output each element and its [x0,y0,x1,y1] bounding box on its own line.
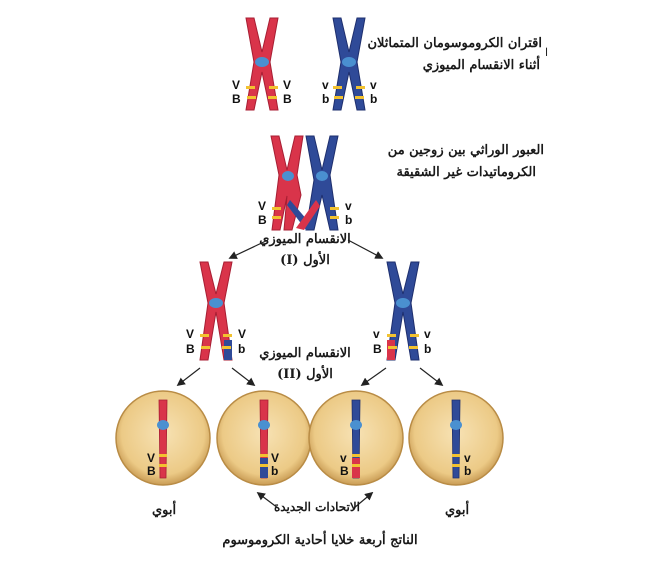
dyad-blue [386,261,420,361]
label-parental-right: أبوي [444,503,470,518]
gene-label-V: V [271,451,280,465]
cell-3 [308,390,404,486]
centromere-blue-row1 [342,57,356,67]
arrow-recombinant-left [256,491,279,509]
gene-label-B: B [186,342,195,356]
caption-meiosis2-line2: الأول (II) [277,367,333,382]
label-parental-left: أبوي [151,503,177,518]
arrow-mii-4 [419,367,444,387]
gene-label-v: v [424,327,431,341]
gene-label-V: V [232,78,241,92]
gene-label-B: B [283,92,292,106]
gene-label-B: B [147,464,156,478]
gene-label-B: B [258,213,267,227]
caption-crossover-line2: الكروماتيدات غير الشقيقة [396,165,536,180]
gene-label-b: b [424,342,432,356]
arrow-mii-3 [360,367,387,386]
gene-label-V: V [238,327,247,341]
caption-pairing-line2: أثناء الانقسام الميوزي [422,58,540,73]
gene-label-b: b [464,464,472,478]
caption-result: الناتج أربعة خلايا أحادية الكروموسوم [222,533,418,548]
caption-meiosis1-line2: الأول (I) [280,253,330,268]
arrow-mii-1 [176,367,201,387]
tetrad-crossover [270,135,339,231]
caption-meiosis2-line1: الانقسام الميوزي [259,346,351,361]
gene-label-b: b [345,213,353,227]
caption-meiosis1-line1: الانقسام الميوزي [259,232,351,247]
gene-label-V: V [283,78,292,92]
gene-label-v: v [464,451,471,465]
gene-label-b: b [370,92,378,106]
gene-label-v: v [370,78,377,92]
arrow-mi-left [228,239,269,259]
gene-label-B: B [232,92,241,106]
gene-label-v: v [322,78,329,92]
cell-1 [115,390,211,486]
cell-4 [408,390,504,486]
dyad-red [199,261,233,361]
gene-label-v: v [373,327,380,341]
margin-mark: ا [545,46,549,59]
gene-label-V: V [147,451,156,465]
gene-label-V: V [258,199,267,213]
caption-crossover-line1: العبور الوراثي بين زوجين من [387,143,544,158]
arrow-recombinant-right [353,491,374,509]
gene-label-v: v [340,451,347,465]
homolog-blue-row1 [332,17,366,111]
gene-label-B: B [340,464,349,478]
gene-label-v: v [345,199,352,213]
caption-pairing-line1: اقتران الكروموسومان المتماثلان [367,36,542,51]
gene-label-b: b [238,342,246,356]
gene-label-b: b [322,92,330,106]
gene-label-b: b [271,464,279,478]
gene-label-B: B [373,342,382,356]
gene-label-V: V [186,327,195,341]
label-recombinant: الاتحادات الجديدة [273,500,361,514]
cell-2 [216,390,312,486]
arrow-mi-right [347,239,384,259]
homolog-red-row1 [245,17,279,111]
arrow-mii-2 [231,367,256,387]
centromere-red-row1 [255,57,269,67]
